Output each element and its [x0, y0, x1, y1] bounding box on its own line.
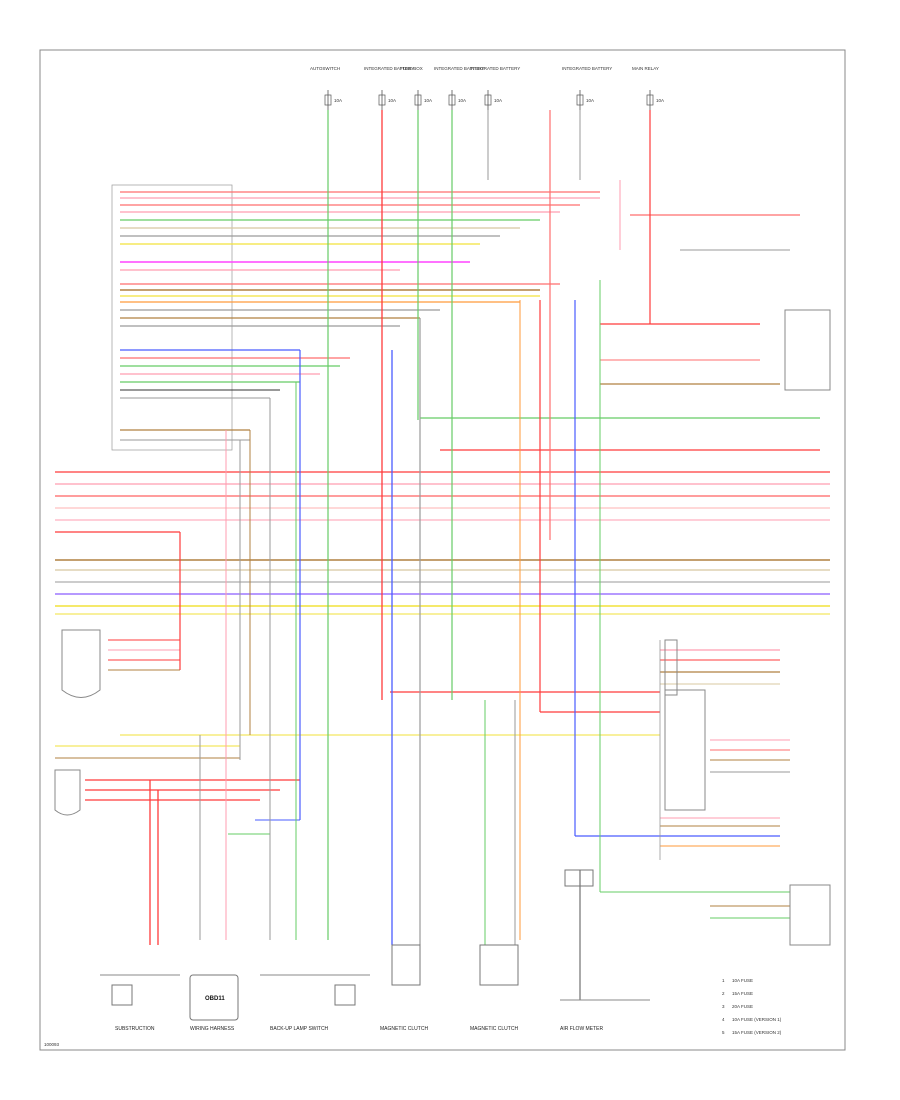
meter-box — [564, 869, 594, 887]
vertical-wires — [149, 110, 661, 1000]
legend-text: 10A FUSE (VERSION 1) — [732, 1017, 782, 1022]
legend-code: 3 — [722, 1004, 725, 1009]
fuse-name: FUSE BOX — [400, 66, 423, 71]
fuse-value: 10A — [586, 98, 594, 103]
legend-code: 5 — [722, 1030, 725, 1035]
horizontal-wires — [55, 191, 830, 919]
legend: 1 10A FUSE 2 15A FUSE 3 20A FUSE 4 10A FUSE (VE… — [722, 978, 782, 1035]
component-caption: SUBSTRUCTION — [115, 1026, 155, 1032]
legend-text: 10A FUSE — [732, 978, 753, 983]
clutch-box-2 — [479, 944, 519, 986]
component-caption: BACK-UP LAMP SWITCH — [270, 1026, 329, 1032]
fuse-value: 10A — [494, 98, 502, 103]
fuse-name: INTEGRATED BATTERY — [434, 66, 484, 71]
module-code: OBD11 — [205, 996, 225, 1002]
legend-code: 1 — [722, 978, 725, 983]
legend-text: 15A FUSE (VERSION 2) — [732, 1030, 782, 1035]
top-fuse: INTEGRATED BATTERY 10A — [562, 66, 612, 110]
top-fuse: MAIN RELAY 10A — [632, 66, 664, 110]
top-fuse: FUSE BOX 10A — [400, 66, 432, 110]
components — [54, 309, 831, 1021]
top-fuse: INTEGRATED BATTERY 10A — [470, 66, 520, 110]
fuse-name: INTEGRATED BATTERY — [470, 66, 520, 71]
component-caption: MAGNETIC CLUTCH — [380, 1026, 428, 1032]
top-fuse: INTEGRATED BATTERY 10A — [364, 66, 414, 110]
ground-symbol-1 — [111, 984, 133, 1006]
top-fuse: INTEGRATED BATTERY 10A — [434, 66, 484, 110]
right-module-a — [664, 639, 678, 696]
wiring-harness-box — [189, 974, 239, 1021]
legend-text: 15A FUSE — [732, 991, 753, 996]
fuse-value: 10A — [388, 98, 396, 103]
fuse-name: MAIN RELAY — [632, 66, 659, 71]
component-caption: WIRING HARNESS — [190, 1026, 235, 1032]
left-sensor — [54, 769, 81, 816]
fuse-value: 10A — [334, 98, 342, 103]
bottom-captions: SUBSTRUCTION WIRING HARNESS BACK-UP LAMP S… — [115, 1026, 603, 1032]
right-sensor-box — [789, 884, 831, 946]
fuse-name: AUTOSWITCH — [310, 66, 340, 71]
component-caption: AIR FLOW METER — [560, 1026, 603, 1032]
fuse-value: 10A — [656, 98, 664, 103]
component-caption: MAGNETIC CLUTCH — [470, 1026, 518, 1032]
diagram-frame — [39, 49, 846, 1051]
left-connector — [61, 629, 101, 698]
fuse-value: 10A — [424, 98, 432, 103]
clutch-box-1 — [391, 944, 421, 986]
right-module-b — [664, 689, 706, 811]
page-code: 100093 — [44, 1042, 60, 1047]
right-relay-box — [784, 309, 831, 391]
legend-code: 4 — [722, 1017, 725, 1022]
legend-text: 20A FUSE — [732, 1004, 753, 1009]
fuse-name: INTEGRATED BATTERY — [364, 66, 414, 71]
fuse-value: 10A — [458, 98, 466, 103]
switch-box — [334, 984, 356, 1006]
fuse-name: INTEGRATED BATTERY — [562, 66, 612, 71]
top-fuse: AUTOSWITCH 10A — [310, 66, 342, 110]
legend-code: 2 — [722, 991, 725, 996]
